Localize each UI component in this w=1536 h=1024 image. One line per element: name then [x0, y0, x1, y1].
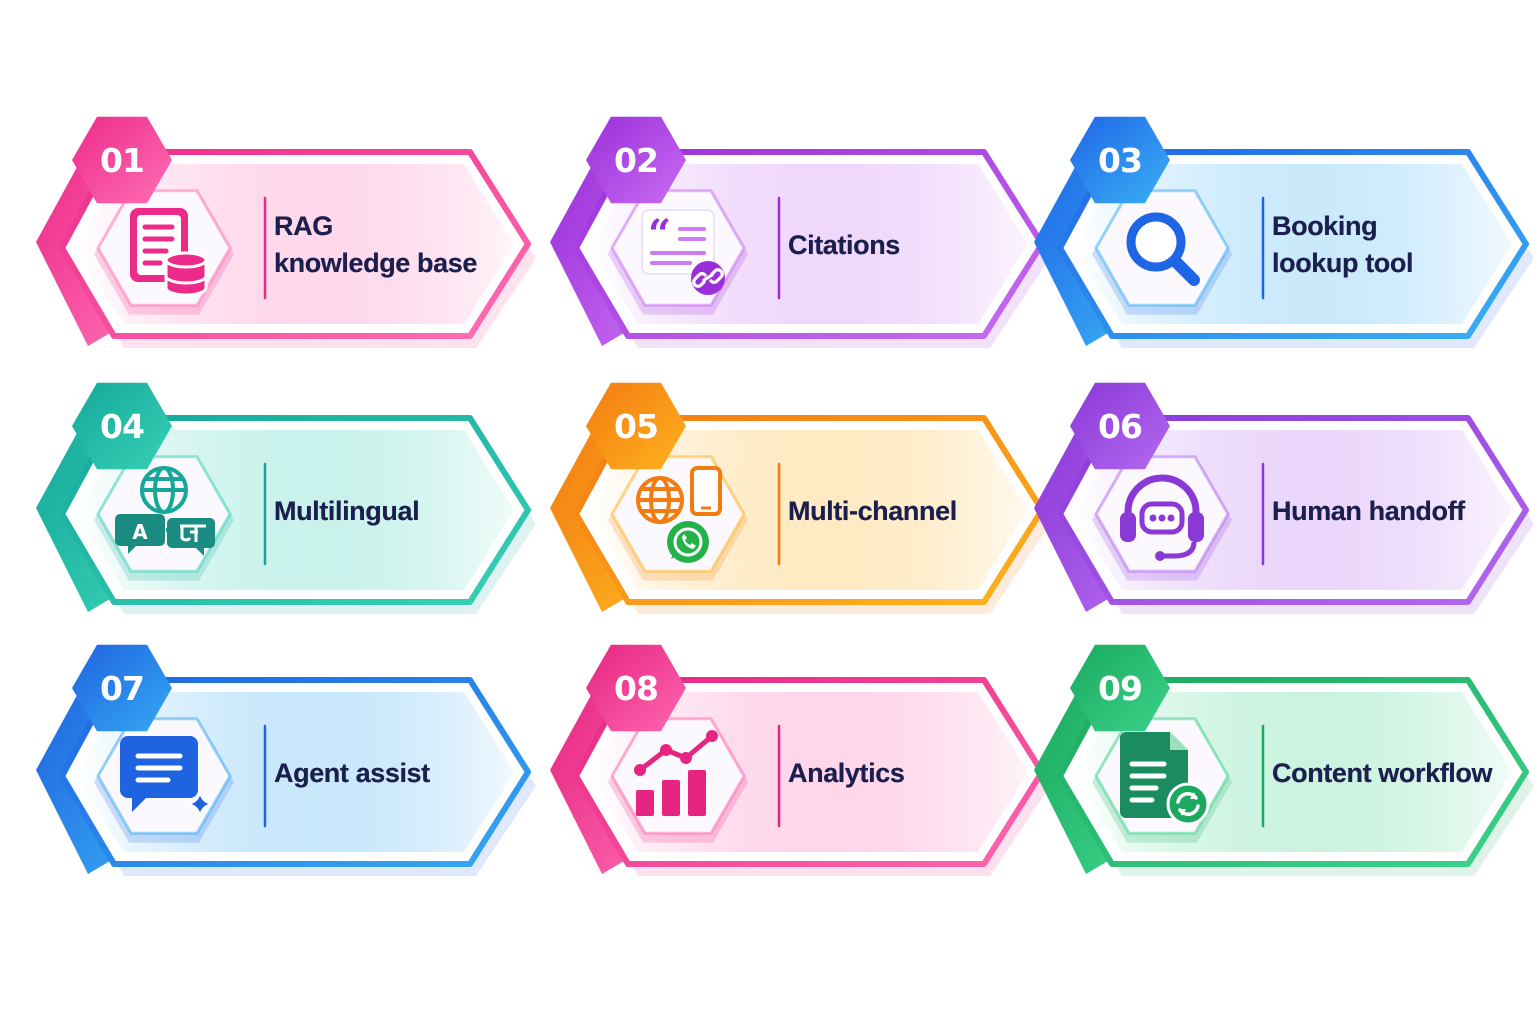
bar-chart-trend-icon — [624, 724, 732, 832]
step-number: 06 — [1098, 406, 1143, 446]
card-label-line: knowledge base — [274, 248, 477, 278]
card-label-line: lookup tool — [1272, 248, 1414, 278]
card-label: Agent assist — [274, 688, 514, 858]
chat-sparkle-icon — [110, 724, 218, 832]
card-shape — [36, 382, 536, 614]
document-sync-icon — [1108, 724, 1216, 832]
headset-chat-icon — [1108, 462, 1216, 570]
card-label: RAG knowledge base — [274, 160, 514, 330]
step-number: 01 — [100, 140, 145, 180]
step-number: 07 — [100, 668, 145, 708]
globe-phone-whatsapp-icon — [624, 462, 732, 570]
card-label: Multilingual — [274, 426, 514, 596]
step-number: 05 — [614, 406, 659, 446]
card-label-line: Multilingual — [274, 495, 420, 526]
feature-card-05: 05 Multi-channel — [546, 382, 1050, 626]
card-label: Analytics — [788, 688, 1028, 858]
card-label-line: Content workflow — [1272, 757, 1493, 788]
step-number: 08 — [614, 668, 659, 708]
feature-card-04: A 04 Multilingual — [32, 382, 536, 626]
feature-card-01: 01 RAG knowledge base — [32, 116, 536, 360]
feature-card-08: 08 Analytics — [546, 644, 1050, 888]
card-label-line: RAG — [274, 211, 333, 241]
quote-link-icon: “ — [624, 196, 732, 304]
step-number: 02 — [614, 140, 659, 180]
step-number: 04 — [100, 406, 145, 446]
globe-translate-icon: A — [110, 462, 218, 570]
card-label-line: Analytics — [788, 757, 905, 788]
card-label: Citations — [788, 160, 1028, 330]
card-label-line: Multi-channel — [788, 495, 957, 526]
svg-text:“: “ — [648, 211, 671, 258]
card-label-line: Human handoff — [1272, 495, 1465, 526]
card-label-line: Booking — [1272, 211, 1378, 241]
card-label-line: Citations — [788, 229, 900, 260]
feature-card-07: 07 Agent assist — [32, 644, 536, 888]
card-label: Content workflow — [1272, 688, 1512, 858]
feature-card-03: 03 Booking lookup tool — [1030, 116, 1534, 360]
card-label: Multi-channel — [788, 426, 1028, 596]
card-label: Human handoff — [1272, 426, 1512, 596]
feature-card-06: 06 Human handoff — [1030, 382, 1534, 626]
step-number: 03 — [1098, 140, 1143, 180]
step-number: 09 — [1098, 668, 1143, 708]
feature-card-09: 09 Content workflow — [1030, 644, 1534, 888]
svg-text:A: A — [132, 520, 148, 544]
document-database-icon — [110, 196, 218, 304]
feature-card-02: “ 02 Citations — [546, 116, 1050, 360]
card-label-line: Agent assist — [274, 757, 430, 788]
search-magnifier-icon — [1108, 196, 1216, 304]
card-label: Booking lookup tool — [1272, 160, 1512, 330]
